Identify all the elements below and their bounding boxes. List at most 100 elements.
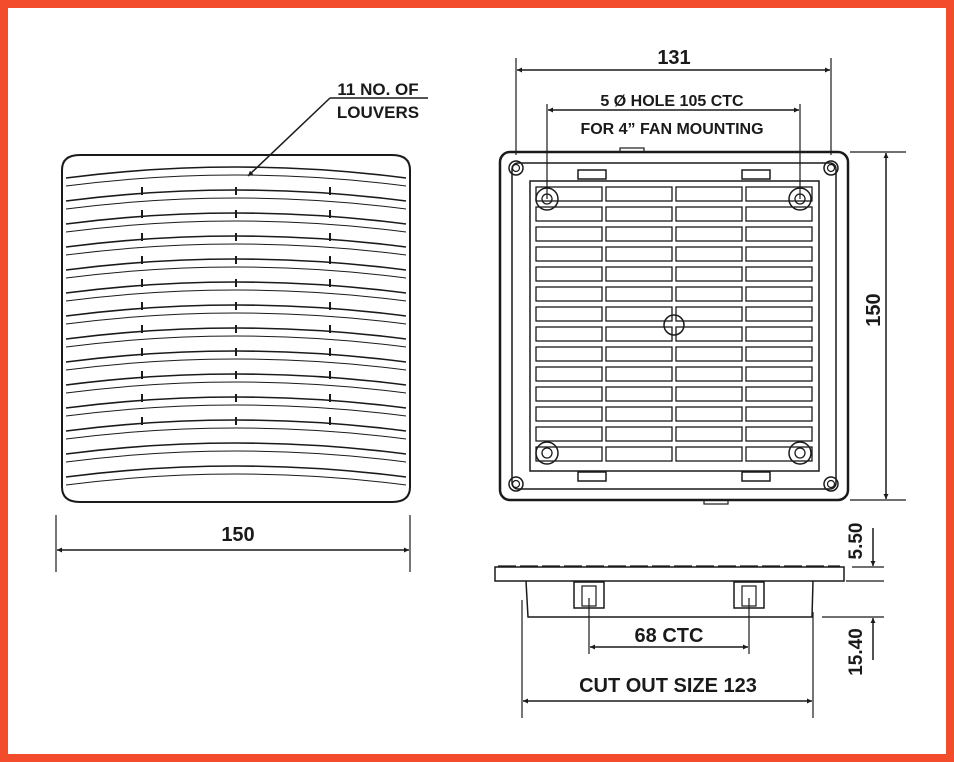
body <box>525 580 814 618</box>
grille-outline <box>61 154 411 503</box>
top-notch <box>619 147 645 153</box>
clip-tab <box>741 471 771 482</box>
grille-slot <box>605 186 673 202</box>
grille-slot <box>535 186 603 202</box>
corner-screws <box>508 160 839 492</box>
width-dimension-label: 131 <box>657 47 690 69</box>
grille-slot <box>605 226 673 242</box>
grille-slot <box>605 406 673 422</box>
grille-slot <box>745 386 813 402</box>
louver-edge <box>65 312 407 325</box>
grille-slot <box>675 446 743 462</box>
grille-slot <box>535 306 603 322</box>
frame-inner <box>511 162 837 490</box>
grille-slot <box>675 406 743 422</box>
grille-slot <box>745 206 813 222</box>
grille-slot <box>675 226 743 242</box>
grille-slot <box>605 386 673 402</box>
louver-edge <box>65 266 407 279</box>
louver-lines <box>65 166 407 486</box>
grille-slot <box>535 446 603 462</box>
louver-edge <box>65 450 407 463</box>
screw-hole <box>826 163 836 173</box>
grille-slot <box>605 426 673 442</box>
grille-slot <box>745 266 813 282</box>
hole-boss <box>788 441 812 465</box>
width-dimension-label: 150 <box>221 524 254 546</box>
frame-outline <box>498 150 850 502</box>
depth-dimension-label: 15.40 <box>846 628 867 676</box>
grille-slot <box>605 366 673 382</box>
louver-leader-line <box>247 97 331 177</box>
grille-slot <box>605 446 673 462</box>
screw-boss <box>823 160 839 176</box>
screw-boss <box>508 160 524 176</box>
grille-slot <box>535 346 603 362</box>
louver-edge <box>65 404 407 417</box>
grille-slot <box>745 406 813 422</box>
grille-slot <box>675 366 743 382</box>
louver-edge <box>65 427 407 440</box>
grille-slot <box>675 426 743 442</box>
screw-boss <box>823 476 839 492</box>
clip-tab <box>577 169 607 180</box>
louver-edge <box>65 174 407 187</box>
grille-slot <box>745 326 813 342</box>
grille-slot <box>745 286 813 302</box>
louver-grille-view: 11 NO. OF LOUVERS 150 <box>55 80 428 572</box>
grille-slot <box>535 206 603 222</box>
screw-hole <box>826 479 836 489</box>
grille-slot <box>675 266 743 282</box>
grille-slot <box>535 386 603 402</box>
mounting-hole <box>541 447 553 459</box>
screw-hole <box>511 479 521 489</box>
screw-hole <box>511 163 521 173</box>
hole-label-line1: 5 Ø HOLE 105 CTC <box>600 93 744 110</box>
grille-slot <box>605 206 673 222</box>
grille-slot <box>745 346 813 362</box>
grille-slot <box>745 226 813 242</box>
louver-edge <box>65 197 407 210</box>
louver-edge <box>65 220 407 233</box>
grille-slot <box>675 346 743 362</box>
louver-edge <box>65 381 407 394</box>
louver-edge <box>65 166 407 179</box>
grille-slot <box>535 326 603 342</box>
grille-slot <box>745 306 813 322</box>
grille-slot <box>535 226 603 242</box>
grille-slot <box>535 286 603 302</box>
grille-slot <box>675 386 743 402</box>
grille-slot <box>745 186 813 202</box>
grille-slot <box>675 206 743 222</box>
mounting-hole <box>794 447 806 459</box>
grille-slot <box>745 426 813 442</box>
louver-label-line2: LOUVERS <box>337 103 419 122</box>
front-view: 131 5 Ø HOLE 105 CTC FOR 4” FAN MOUNTING… <box>498 47 906 505</box>
louver-edge <box>65 442 407 455</box>
grille-slot <box>675 306 743 322</box>
grille-slot <box>675 286 743 302</box>
hole-boss <box>535 441 559 465</box>
grille-slot <box>675 326 743 342</box>
height-dimension-label: 150 <box>863 293 885 326</box>
flange <box>494 566 845 582</box>
clip-tab <box>741 169 771 180</box>
fan-mounting-holes <box>535 187 812 465</box>
grille-slot <box>535 366 603 382</box>
grille-slot <box>605 286 673 302</box>
grille-slot <box>535 426 603 442</box>
bottom-notch <box>703 499 729 505</box>
flange-dimension-label: 5.50 <box>846 523 867 560</box>
grille-slot <box>675 186 743 202</box>
grille-slot <box>745 366 813 382</box>
louver-label-line1: 11 NO. OF <box>337 80 418 99</box>
louver-edge <box>65 335 407 348</box>
grille-area <box>529 180 820 472</box>
grille-slots <box>535 186 813 462</box>
side-view: 68 CTC CUT OUT SIZE 123 5.50 15.40 <box>494 523 884 718</box>
grille-slot <box>535 266 603 282</box>
screw-boss <box>508 476 524 492</box>
louver-edge <box>65 465 407 478</box>
grille-slot <box>605 246 673 262</box>
grille-slot <box>535 246 603 262</box>
